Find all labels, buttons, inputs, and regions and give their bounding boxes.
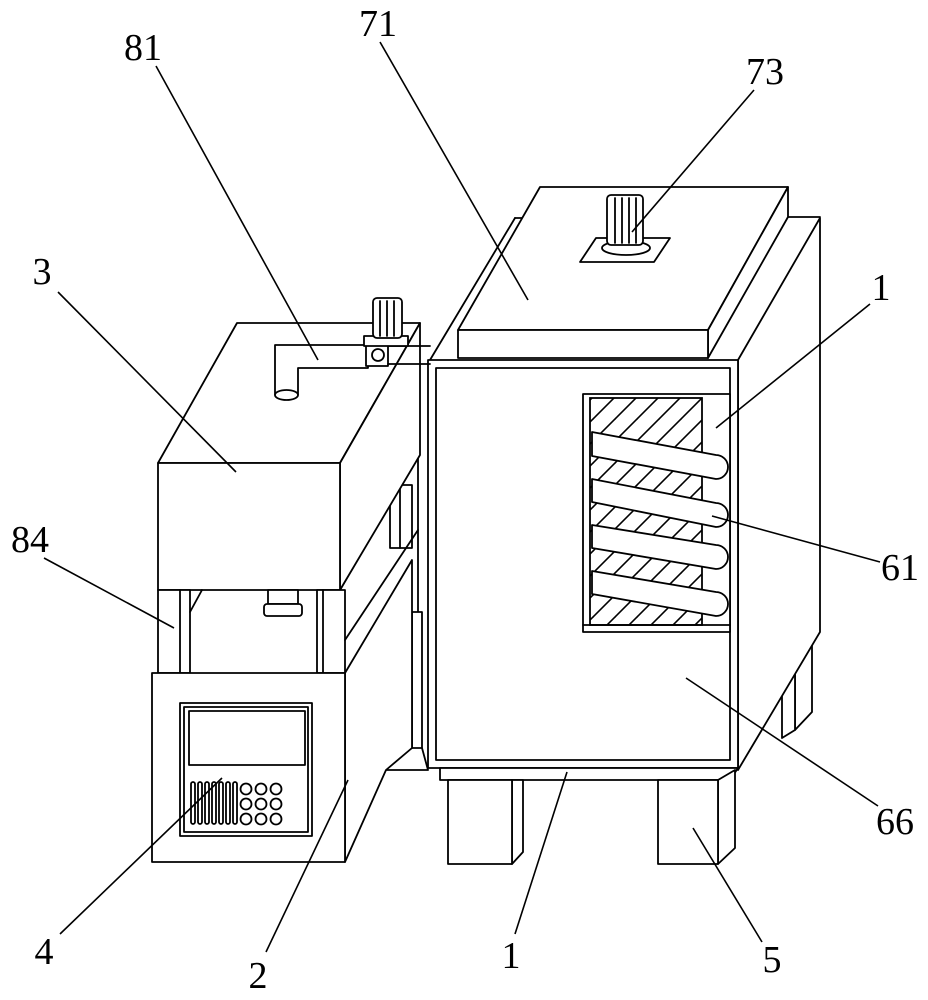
- heating-coil-tube: [591, 431, 729, 480]
- cabinet-back-left-edge: [429, 217, 516, 361]
- vent-slot: [211, 781, 217, 825]
- pipe-outlet: [274, 389, 299, 401]
- pipe-valve: [371, 348, 385, 362]
- leader-4: [59, 777, 223, 935]
- vent-slot: [225, 781, 231, 825]
- label-1-top: 1: [872, 267, 891, 309]
- left-leg-side: [511, 779, 524, 865]
- drain-pipe-vertical: [411, 611, 423, 751]
- outlet-pipe: [274, 341, 431, 401]
- label-81: 81: [124, 27, 162, 69]
- keypad-button: [269, 782, 283, 796]
- vent-slots: [190, 781, 238, 825]
- leader-73: [631, 89, 755, 233]
- vent-slot: [190, 781, 196, 825]
- heating-coil-tube: [591, 570, 729, 617]
- label-5: 5: [763, 939, 782, 981]
- leader-2: [265, 779, 349, 953]
- panel-inner: [183, 706, 309, 833]
- label-3: 3: [33, 251, 52, 293]
- label-66: 66: [876, 801, 914, 843]
- heating-window: [582, 393, 731, 633]
- column-brace: [189, 589, 203, 613]
- right-leg-front: [657, 779, 719, 865]
- keypad-button: [254, 782, 268, 796]
- right-cabinet: [427, 186, 821, 865]
- spray-nozzle: [267, 589, 299, 605]
- keypad-button: [269, 797, 283, 811]
- left-leg-front: [447, 779, 513, 865]
- control-box: [151, 559, 413, 863]
- vent-slot: [218, 781, 224, 825]
- vent-slot: [197, 781, 203, 825]
- leader-61: [711, 515, 881, 563]
- keypad-button: [254, 812, 268, 826]
- reference-labels: 81 71 73 3 1 84 61 66 4 2 1 5: [11, 3, 919, 997]
- keypad-buttons: [239, 782, 283, 826]
- control-panel: [179, 702, 313, 837]
- spray-nozzle-base: [263, 603, 303, 617]
- base-plate: [439, 767, 739, 781]
- right-leg-side: [717, 769, 736, 865]
- lid-front-face: [457, 329, 709, 359]
- label-73: 73: [746, 51, 784, 93]
- keypad-button: [239, 812, 253, 826]
- label-84: 84: [11, 519, 49, 561]
- left-column: [157, 589, 191, 674]
- leader-84: [43, 557, 175, 629]
- keypad-button: [254, 797, 268, 811]
- leader-lines: [43, 41, 881, 953]
- leader-81: [155, 65, 319, 361]
- label-61: 61: [881, 547, 919, 589]
- vent-slot: [204, 781, 210, 825]
- motor-body: [606, 194, 644, 246]
- cabinet-base: [439, 767, 739, 865]
- support-columns: [157, 529, 419, 674]
- leader-3: [57, 291, 237, 473]
- right-column: [316, 589, 346, 674]
- leader-1-bottom: [514, 771, 568, 935]
- label-2: 2: [249, 955, 268, 997]
- leader-71: [379, 41, 529, 301]
- left-machine: [151, 297, 431, 863]
- control-box-side: [344, 559, 413, 863]
- heating-coil-tube: [591, 524, 729, 570]
- upper-box-front: [157, 462, 341, 591]
- leader-1-top: [715, 303, 871, 429]
- pump-motor: [363, 297, 409, 347]
- display-screen: [188, 710, 306, 766]
- top-motor: [579, 194, 671, 263]
- keypad-button: [269, 812, 283, 826]
- label-4: 4: [35, 931, 54, 973]
- keypad-button: [239, 782, 253, 796]
- frame-side-lower: [344, 529, 419, 641]
- leader-66: [685, 677, 879, 807]
- label-71: 71: [359, 3, 397, 45]
- leader-5: [692, 827, 763, 943]
- label-1-bottom: 1: [502, 935, 521, 977]
- heating-coil-tube: [591, 478, 729, 528]
- keypad-button: [239, 797, 253, 811]
- vent-slot: [232, 781, 238, 825]
